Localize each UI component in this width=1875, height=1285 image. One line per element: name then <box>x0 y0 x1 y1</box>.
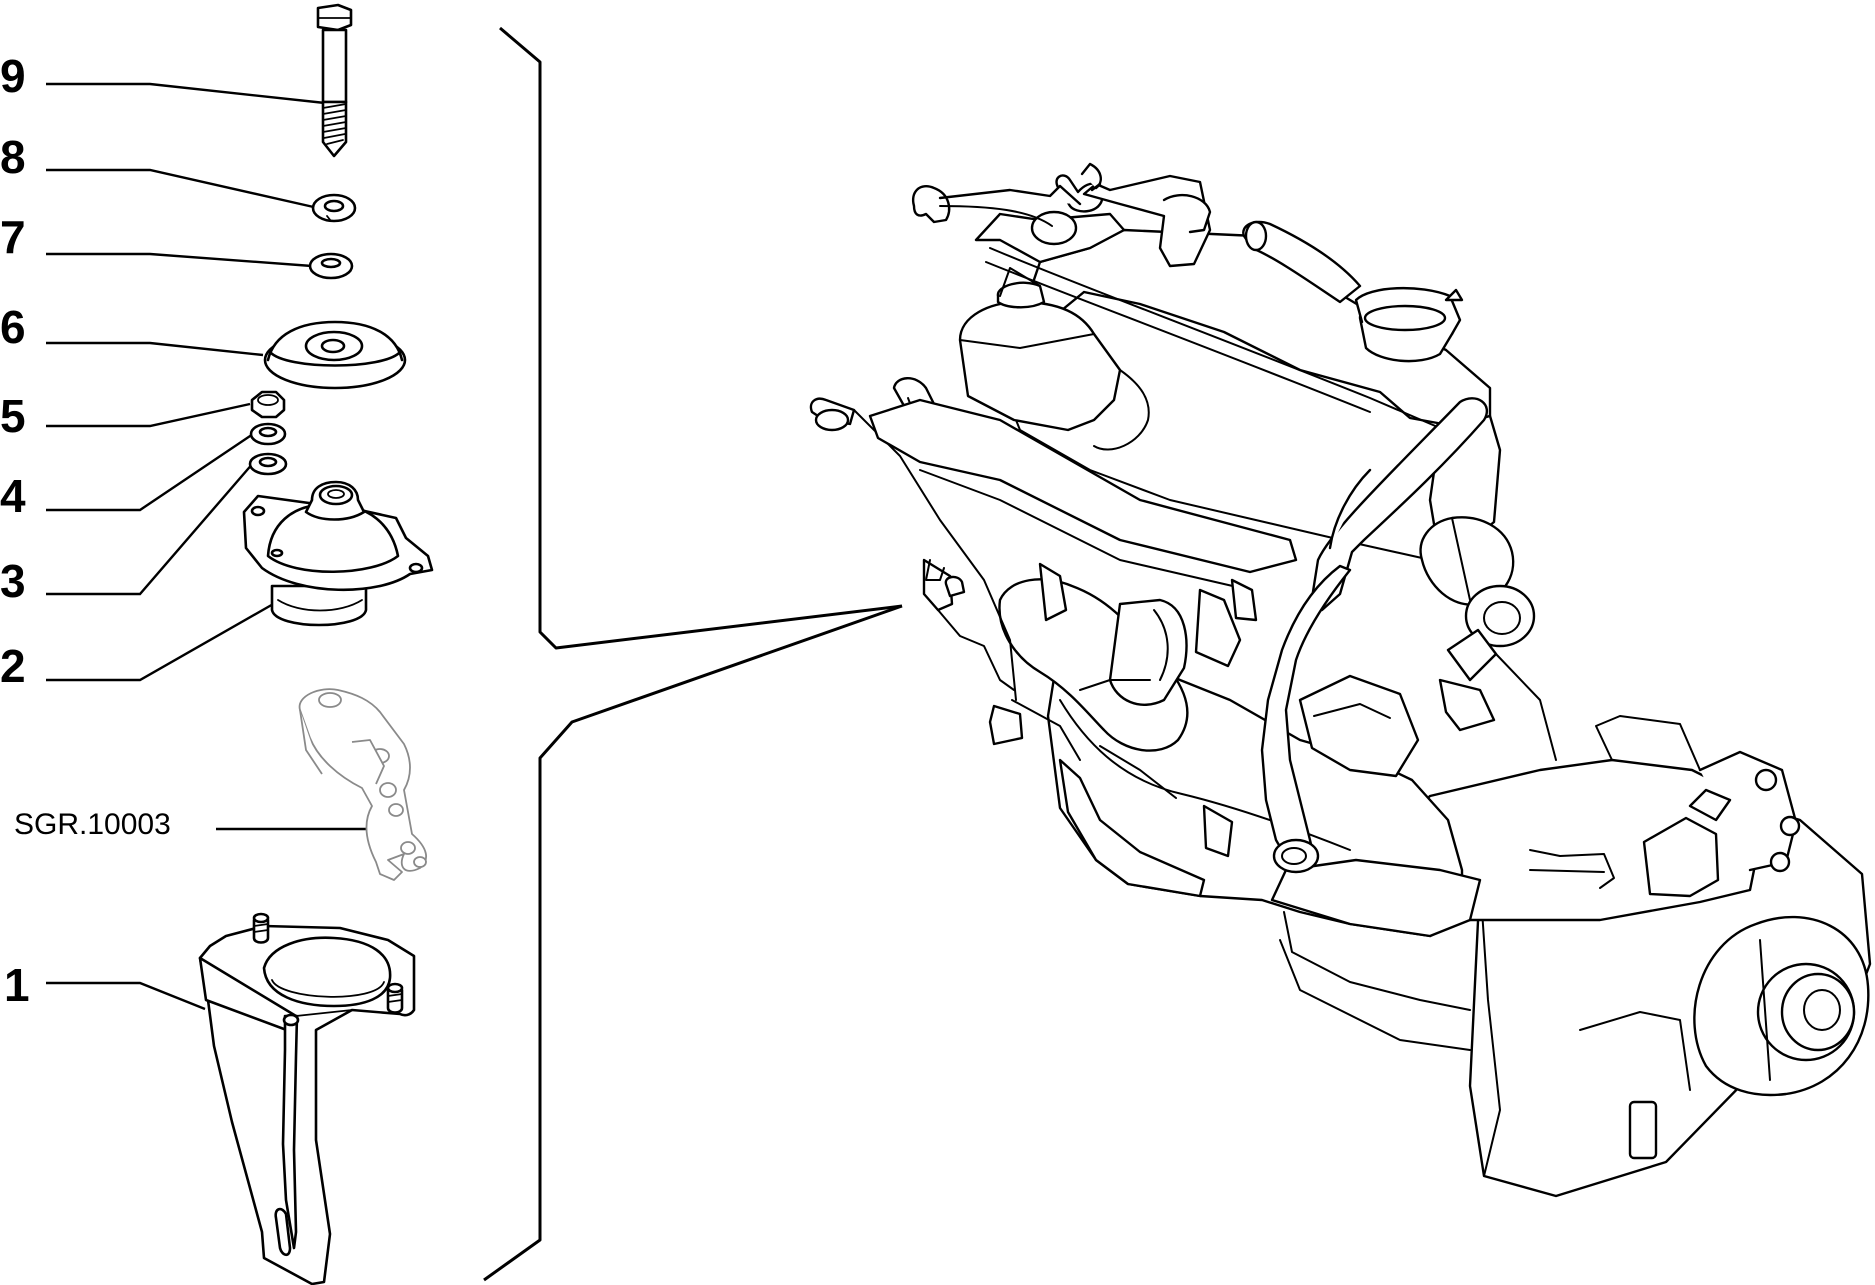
engine-gearbox-assembly[interactable] <box>809 162 1872 1198</box>
part-6-cup-plate[interactable] <box>263 320 407 390</box>
part-7-flat-washer[interactable] <box>308 252 354 280</box>
leader-lines <box>46 82 390 1011</box>
callout-8[interactable]: 8 <box>0 131 26 183</box>
bracket-line <box>499 26 903 650</box>
callout-labels: 9 8 7 6 5 4 3 2 1 SGR.10003 <box>0 50 171 1011</box>
part-5-nut[interactable] <box>250 390 286 419</box>
reference-bracket-sgr-10003[interactable] <box>298 688 427 881</box>
leader-5 <box>46 402 251 428</box>
part-2-rubber-mount[interactable] <box>242 480 434 627</box>
part-4-spring-washer[interactable] <box>249 422 287 446</box>
leader-9 <box>46 82 326 105</box>
callout-4[interactable]: 4 <box>0 470 26 522</box>
assembly-group-bracket <box>483 26 903 1282</box>
leader-4 <box>46 431 257 512</box>
leader-6 <box>46 341 264 357</box>
leader-8 <box>46 168 319 210</box>
leader-3 <box>46 461 255 596</box>
leader-7 <box>46 252 313 268</box>
part-3-flat-washer[interactable] <box>248 452 288 476</box>
callout-sgr-reference[interactable]: SGR.10003 <box>14 808 171 841</box>
callout-5[interactable]: 5 <box>0 390 26 442</box>
leader-2 <box>46 601 276 682</box>
part-8-spring-washer[interactable] <box>311 193 357 223</box>
part-9-bolt[interactable] <box>316 3 353 158</box>
part-1-support[interactable] <box>198 912 416 1285</box>
callout-3[interactable]: 3 <box>0 555 26 607</box>
callout-2[interactable]: 2 <box>0 640 26 692</box>
callout-6[interactable]: 6 <box>0 301 26 353</box>
leader-1 <box>46 981 206 1011</box>
bracket-line-lower <box>483 604 903 1282</box>
callout-1[interactable]: 1 <box>4 959 30 1011</box>
callout-7[interactable]: 7 <box>0 211 26 263</box>
callout-9[interactable]: 9 <box>0 50 26 102</box>
